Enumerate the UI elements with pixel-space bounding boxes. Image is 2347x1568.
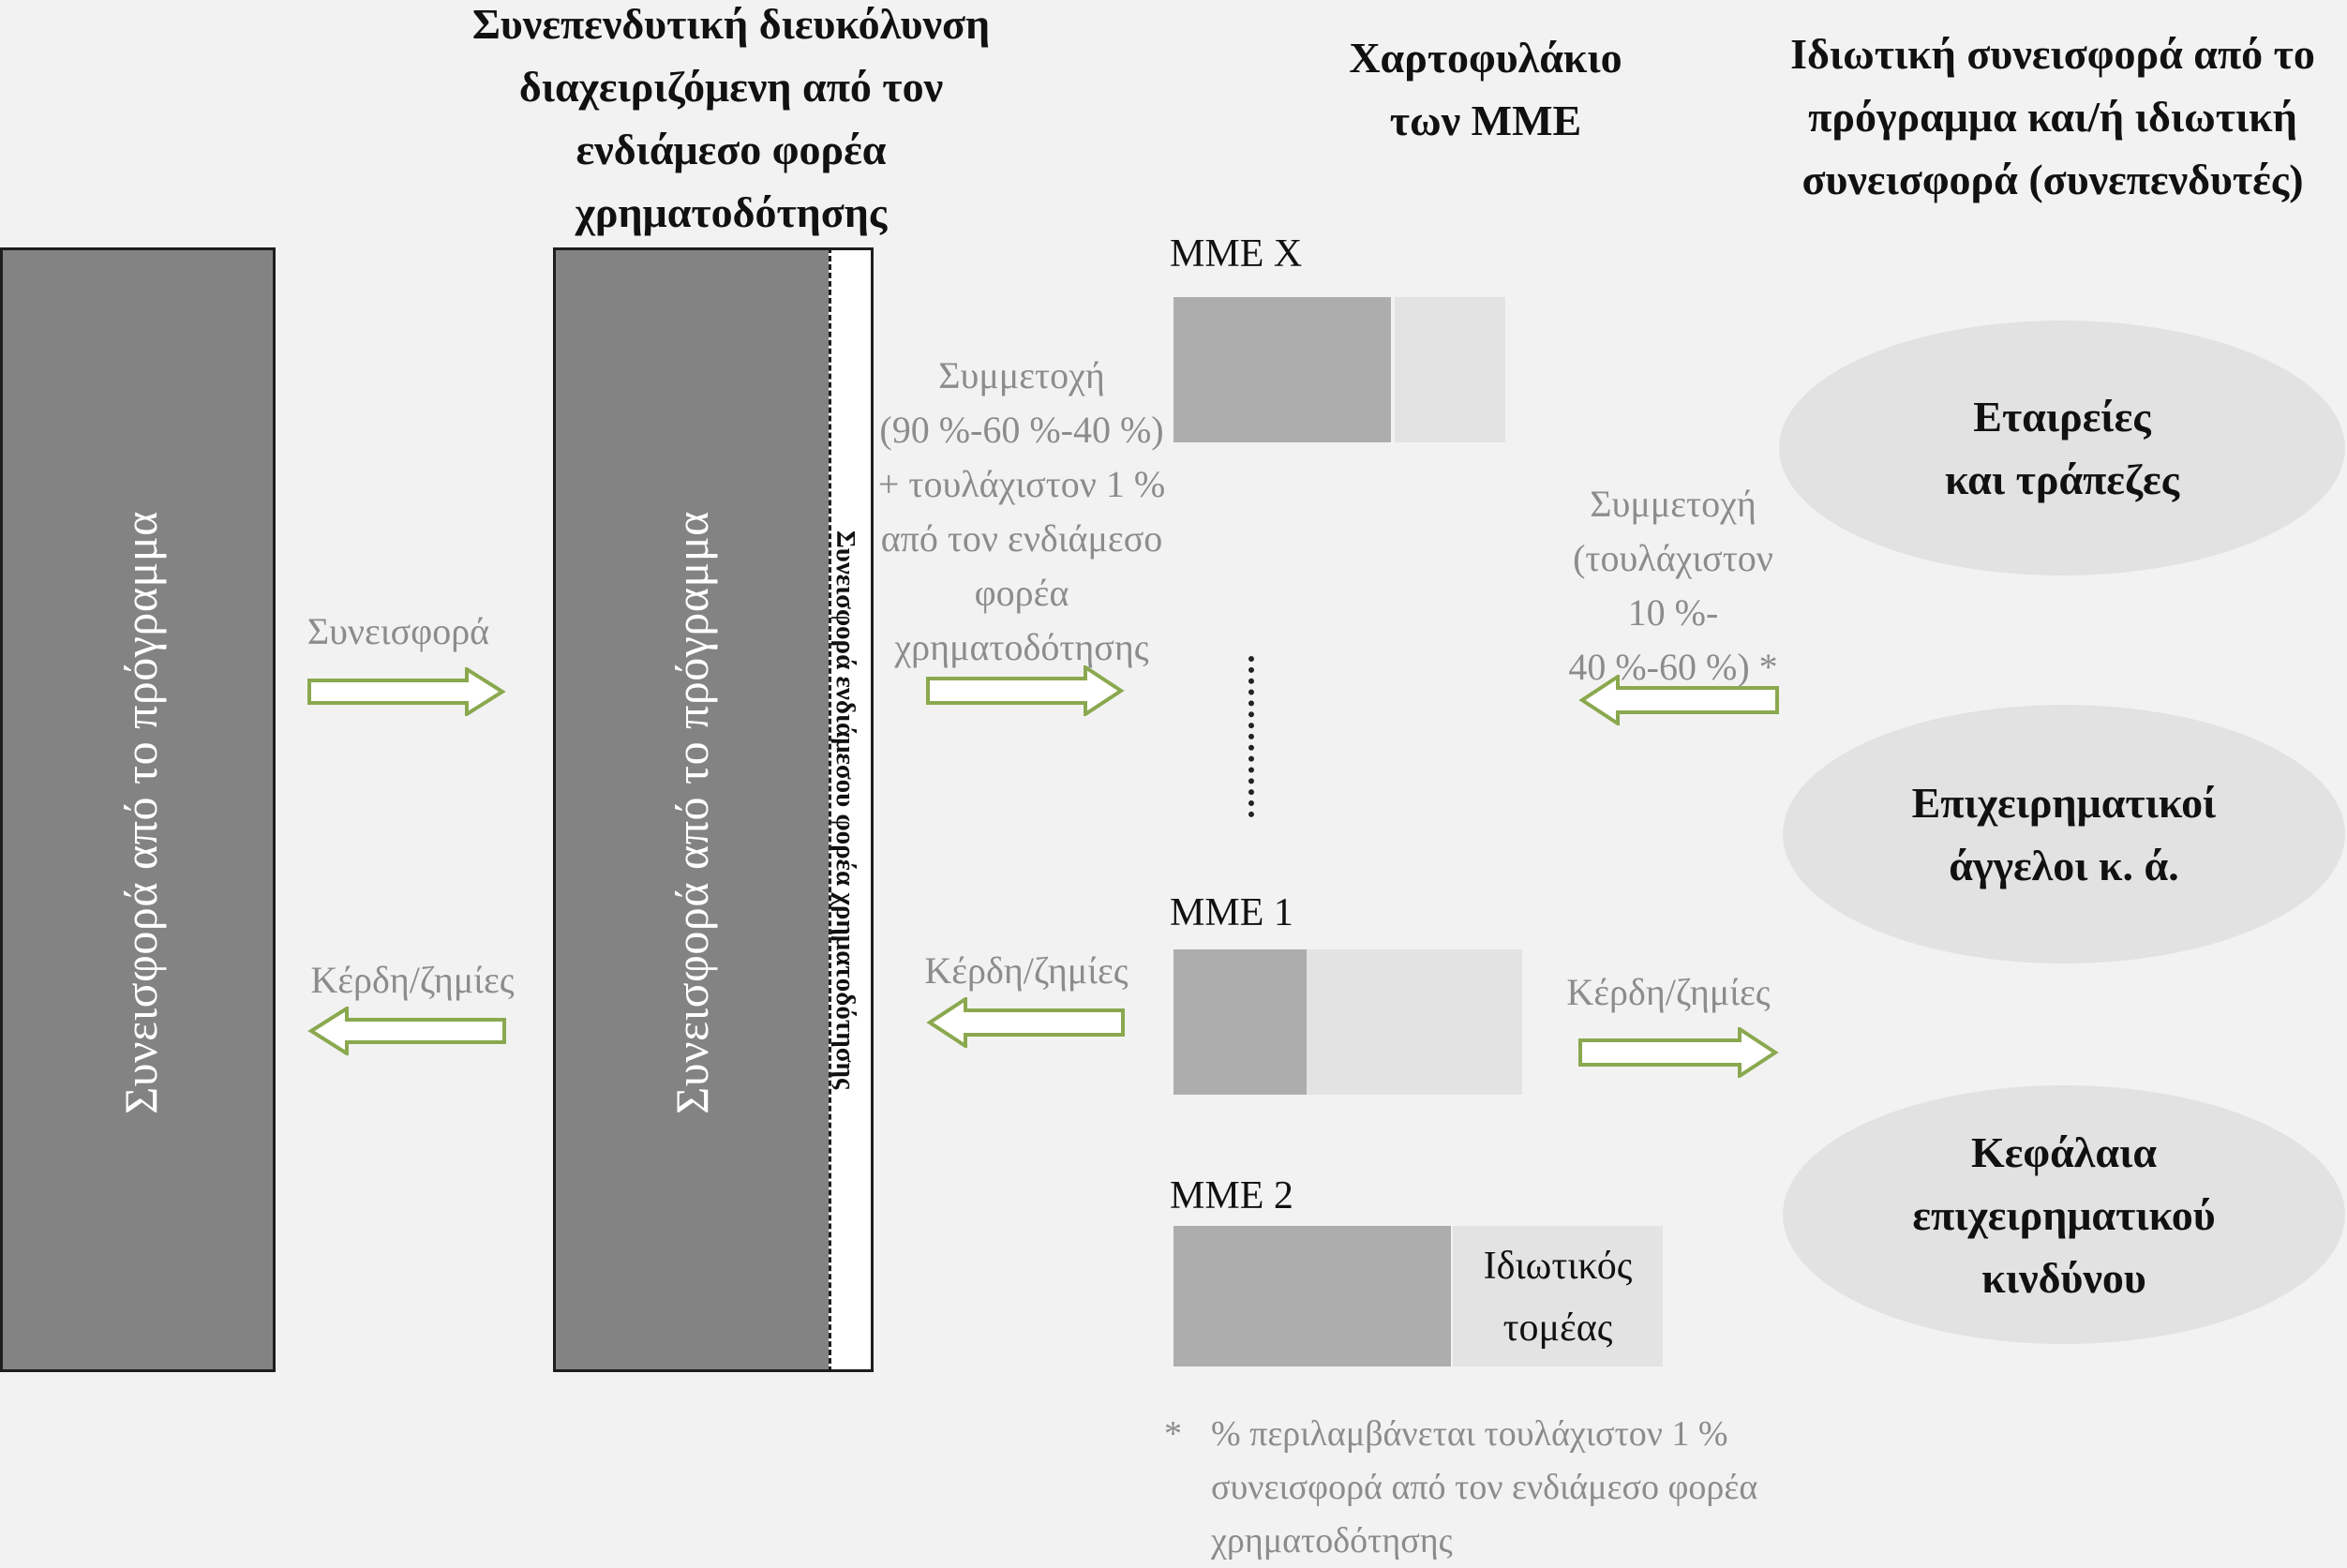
intermediary-contribution-label: Συνεισφορά ενδιάμεσου φορέα χρηματοδότησ… bbox=[830, 530, 860, 1090]
footnote-marker: * bbox=[1164, 1414, 1182, 1454]
profit-loss-middle-label: Κέρδη/ζημίες bbox=[924, 949, 1129, 992]
footnote-text: % περιλαμβάνεται τουλάχιστον 1 % συνεισφ… bbox=[1211, 1414, 1758, 1561]
sme-2-public-bar bbox=[1174, 1226, 1451, 1366]
arrow-right-profit-loss-private bbox=[1578, 1027, 1779, 1078]
sme-x-public-bar bbox=[1174, 297, 1391, 442]
sme-1-label: ΜΜΕ 1 bbox=[1170, 891, 1293, 934]
arrow-left-private-participation bbox=[1578, 675, 1779, 725]
programme-contribution-label: Συνεισφορά από το πρόγραμμα bbox=[114, 511, 167, 1114]
heading-co-investment-facility: Συνεπενδυτική διευκόλυνση διαχειριζόμενη… bbox=[471, 0, 991, 236]
arrow-right-contribution bbox=[307, 667, 506, 716]
sme-x-private-bar bbox=[1395, 297, 1505, 442]
intermediary-contribution-bar: Συνεισφορά ενδιάμεσου φορέα χρηματοδότησ… bbox=[829, 247, 874, 1372]
participation-left-label: Συμμετοχή (90 %-60 %-40 %) + τουλάχιστον… bbox=[877, 354, 1166, 668]
profit-loss-left-label: Κέρδη/ζημίες bbox=[310, 959, 515, 1001]
private-sector-label-line2: τομέας bbox=[1502, 1307, 1613, 1350]
private-sector-label-line1: Ιδιωτικός bbox=[1483, 1245, 1633, 1288]
heading-sme-portfolio: Χαρτοφυλάκιο των ΜΜΕ bbox=[1349, 34, 1622, 144]
heading-private-contribution: Ιδιωτική συνεισφορά από το πρόγραμμα και… bbox=[1790, 30, 2315, 203]
profit-loss-right-label: Κέρδη/ζημίες bbox=[1566, 971, 1771, 1013]
facility-programme-column: Συνεισφορά από το πρόγραμμα bbox=[553, 247, 830, 1372]
arrow-left-profit-loss-middle bbox=[926, 997, 1125, 1048]
investor-companies-banks: Εταιρείες και τράπεζες bbox=[1779, 321, 2345, 575]
sme-2-private-bar: Ιδιωτικός τομέας bbox=[1453, 1226, 1663, 1366]
participation-right-label: Συμμετοχή (τουλάχιστον 10 %- 40 %-60 %) … bbox=[1568, 483, 1778, 688]
contribution-label: Συνεισφορά bbox=[306, 610, 490, 652]
facility-programme-label: Συνεισφορά από το πρόγραμμα bbox=[665, 511, 718, 1114]
investor-venture-capital: Κεφάλαια επιχειρηματικού κινδύνου bbox=[1783, 1085, 2345, 1344]
sme-2-label: ΜΜΕ 2 bbox=[1170, 1174, 1293, 1217]
arrow-left-profit-loss bbox=[307, 1007, 506, 1055]
programme-contribution-column: Συνεισφορά από το πρόγραμμα bbox=[0, 247, 276, 1372]
arrow-right-participation bbox=[926, 665, 1125, 716]
sme-1-private-bar bbox=[1307, 949, 1522, 1095]
portfolio-ellipsis-divider bbox=[1248, 656, 1254, 817]
sme-1-public-bar bbox=[1174, 949, 1307, 1095]
investor-business-angels: Επιχειρηματικοί άγγελοι κ. ά. bbox=[1783, 705, 2345, 963]
sme-x-label: ΜΜΕ Χ bbox=[1170, 232, 1303, 276]
